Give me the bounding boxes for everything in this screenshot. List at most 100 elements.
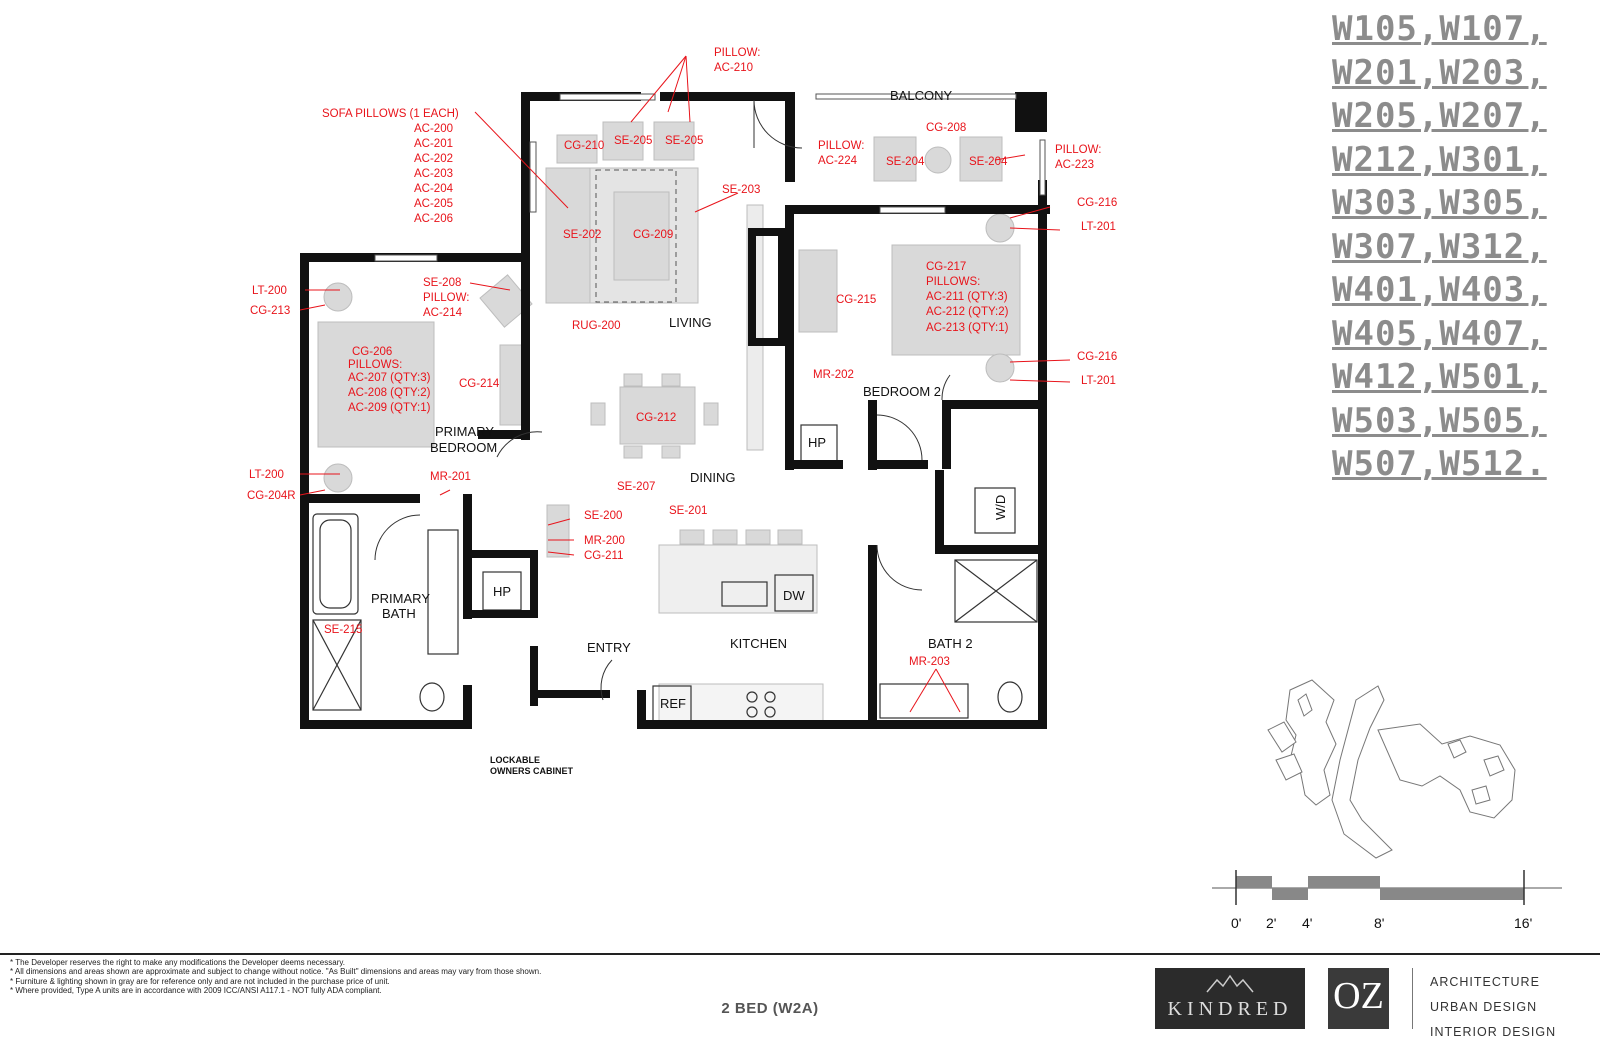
- unit-line: W405,W407,: [1332, 313, 1547, 354]
- disclaimer-notes: * The Developer reserves the right to ma…: [10, 958, 710, 995]
- callout-ac207: AC-207 (QTY:3): [348, 372, 431, 384]
- room-primary-bath-1: PRIMARY: [371, 591, 430, 606]
- kitchen-island: [658, 544, 818, 614]
- nightstand-lamp-2: [985, 353, 1015, 383]
- coffee-table: [613, 191, 670, 281]
- callout-pillow-ac223-2: AC-223: [1055, 159, 1094, 171]
- cooktop-1: [746, 691, 758, 703]
- side-table: [556, 134, 598, 164]
- room-labels: BALCONY LIVING DINING KITCHEN ENTRY PRIM…: [371, 88, 1008, 776]
- bed-2: [891, 244, 1021, 356]
- callout-ac209: AC-209 (QTY:1): [348, 402, 431, 414]
- room-entry: ENTRY: [587, 640, 631, 655]
- unit-line: W412,W501,: [1332, 357, 1547, 397]
- scale-label-16: 16': [1514, 915, 1532, 931]
- callout-pillow-ac214-2: AC-214: [423, 307, 463, 319]
- room-primary-bedroom-1: PRIMARY: [435, 424, 494, 439]
- mountain-icon: [1206, 974, 1254, 993]
- plan-code: 2 BED (W2A): [721, 1000, 819, 1017]
- callout-lt201a: LT-201: [1081, 221, 1116, 233]
- kindred-logo-text: KINDRED: [1167, 998, 1293, 1020]
- logo-divider: [1412, 968, 1413, 1029]
- dining-table: [619, 386, 696, 445]
- callout-pillow-ac210-1: PILLOW:: [714, 47, 760, 59]
- callout-pillow-ac224-1: PILLOW:: [818, 140, 864, 152]
- shower-2: [954, 559, 1038, 623]
- primary-bed: [317, 321, 435, 448]
- callout-rug200: RUG-200: [572, 320, 621, 332]
- unit-line: W503,W505,: [1332, 400, 1547, 441]
- unit-line: W303,W305,: [1332, 183, 1547, 223]
- callout-cg216b: CG-216: [1077, 351, 1117, 363]
- callout-se200: SE-200: [584, 510, 622, 522]
- windows: [374, 93, 1046, 262]
- room-bedroom-2: BEDROOM 2: [863, 384, 941, 399]
- kindred-logo: KINDRED: [1155, 968, 1305, 1029]
- primary-chair: [479, 274, 533, 328]
- callout-cg204r: CG-204R: [247, 490, 296, 502]
- unit-line: W507,W512.: [1332, 444, 1547, 484]
- fixture-dw: DW: [783, 588, 805, 603]
- fixture-ref: REF: [660, 696, 686, 711]
- primary-lamp-2: [323, 463, 353, 493]
- callout-pillow-ac224-2: AC-224: [818, 155, 858, 167]
- unit-numbers: W105,W107, W201,W203, W205,W207, W212,W3…: [1332, 8, 1592, 487]
- balcony-table: [924, 146, 952, 174]
- note-line: * The Developer reserves the right to ma…: [10, 958, 345, 967]
- callout-cg215: CG-215: [836, 294, 876, 306]
- fixture-wd: W/D: [993, 495, 1008, 520]
- unit-line: W205,W207,: [1332, 96, 1547, 136]
- vanity-primary: [427, 529, 459, 655]
- callout-ac213: AC-213 (QTY:1): [926, 322, 1009, 334]
- callout-ac202: AC-202: [414, 153, 453, 165]
- unit-line: W201,W203,: [1332, 52, 1547, 93]
- callout-lt200b: LT-200: [249, 469, 284, 481]
- callout-pillows-b2: PILLOWS:: [926, 276, 980, 288]
- callout-se208: SE-208: [423, 277, 461, 289]
- scale-label-8: 8': [1374, 915, 1384, 931]
- callout-mr202: MR-202: [813, 369, 854, 381]
- fixture-hp-2: HP: [808, 435, 826, 450]
- rug-outline: [595, 169, 677, 303]
- callout-se201: SE-201: [669, 505, 707, 517]
- callout-ac206: AC-206: [414, 213, 453, 225]
- note-line: * Furniture & lighting shown in gray are…: [10, 976, 390, 986]
- toilet-primary: [419, 682, 445, 712]
- callout-ac201: AC-201: [414, 138, 453, 150]
- vanity-2: [879, 683, 969, 719]
- key-plan: [1267, 679, 1516, 859]
- oz-logo: OZ: [1328, 968, 1389, 1029]
- balcony-chair-1: [873, 136, 917, 182]
- callout-se205b: SE-205: [665, 135, 703, 147]
- accent-chair-1: [602, 121, 644, 161]
- callout-mr203: MR-203: [909, 656, 950, 668]
- callout-cg212: CG-212: [636, 412, 676, 424]
- sofa: [545, 167, 599, 304]
- callout-ac203: AC-203: [414, 168, 453, 180]
- callout-se205a: SE-205: [614, 135, 652, 147]
- room-dining: DINING: [690, 470, 736, 485]
- callout-cg208: CG-208: [926, 122, 966, 134]
- room-primary-bath-2: BATH: [382, 606, 416, 621]
- room-living: LIVING: [669, 315, 712, 330]
- callout-se203: SE-203: [722, 184, 760, 196]
- room-bath-2: BATH 2: [928, 636, 973, 651]
- callout-pillow-ac214-1: PILLOW:: [423, 292, 469, 304]
- footer-divider: [0, 953, 1600, 955]
- callout-ac204: AC-204: [414, 183, 454, 195]
- dishwasher: [774, 574, 814, 612]
- note-line: * All dimensions and areas shown are app…: [10, 967, 542, 977]
- callout-cg217: CG-217: [926, 261, 966, 273]
- callout-pillows-pb: PILLOWS:: [348, 359, 402, 371]
- lockable-label-2: OWNERS CABINET: [490, 766, 574, 776]
- callout-ac211: AC-211 (QTY:3): [926, 291, 1008, 303]
- note-line: * Where provided, Type A units are in ac…: [10, 985, 382, 995]
- scale-label-0: 0': [1231, 915, 1241, 931]
- washer-dryer: [974, 487, 1016, 534]
- callout-lt201b: LT-201: [1081, 375, 1116, 387]
- callouts: PILLOW: AC-210 SOFA PILLOWS (1 EACH) AC-…: [247, 47, 1117, 668]
- callout-pillow-ac223-1: PILLOW:: [1055, 144, 1101, 156]
- scale-label-2: 2': [1266, 915, 1276, 931]
- firm-disciplines: ARCHITECTURE URBAN DESIGN INTERIOR DESIG…: [1430, 970, 1556, 1045]
